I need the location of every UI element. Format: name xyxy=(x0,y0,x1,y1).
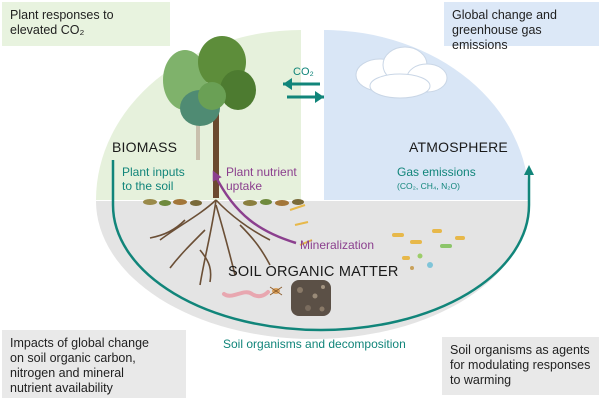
mineralization-label: Mineralization xyxy=(300,238,375,252)
impacts-line3: nitrogen and mineral xyxy=(10,366,124,380)
plant-uptake-line2: uptake xyxy=(226,179,263,193)
earthworm-icon xyxy=(222,290,270,299)
mite-icon xyxy=(269,286,283,296)
impacts-line2: on soil organic carbon, xyxy=(10,351,136,365)
soil-organisms-decomposition-label: Soil organisms and decomposition xyxy=(223,337,406,351)
litter-layer-icon xyxy=(143,199,304,206)
gas-species-label: (CO₂, CH₄, N₂O) xyxy=(397,181,460,191)
plant-uptake-line1: Plant nutrient xyxy=(226,165,297,179)
microbe-icon xyxy=(392,229,465,270)
plant-inputs-label: Plant inputs to the soil xyxy=(122,165,185,193)
plant-inputs-line1: Plant inputs xyxy=(122,165,185,179)
global-change-box: Global change and greenhouse gas emissio… xyxy=(444,2,599,52)
soil-cycle-arrow xyxy=(111,160,534,332)
soil-compartment xyxy=(96,201,530,339)
soil-organic-matter-label: SOIL ORGANIC MATTER xyxy=(228,264,399,280)
root-tips-icon xyxy=(289,204,313,246)
biomass-label: BIOMASS xyxy=(112,139,178,155)
cloud-icon xyxy=(355,46,448,99)
co2-uptake-arrowhead xyxy=(315,91,324,103)
co2-label: CO₂ xyxy=(293,66,314,78)
plant-responses-line2: elevated CO₂ xyxy=(10,23,85,37)
gas-emissions-label: Gas emissions xyxy=(397,165,476,179)
plant-inputs-line2: to the soil xyxy=(122,179,174,193)
atmosphere-label: ATMOSPHERE xyxy=(409,139,508,155)
impacts-line4: nutrient availability xyxy=(10,381,113,395)
global-change-line2: greenhouse gas emissions xyxy=(452,23,542,52)
agents-line1: Soil organisms as agents xyxy=(450,343,590,357)
impacts-line1: Impacts of global change xyxy=(10,336,149,350)
tree-icon xyxy=(163,36,256,198)
co2-emission-arrowhead xyxy=(283,78,292,90)
plant-nutrient-uptake-label: Plant nutrient uptake xyxy=(226,165,297,193)
nutrient-uptake-arrow xyxy=(212,170,297,245)
plant-responses-line1: Plant responses to xyxy=(10,8,114,22)
global-change-line1: Global change and xyxy=(452,8,557,22)
plant-responses-box: Plant responses to elevated CO₂ xyxy=(2,2,170,46)
soil-aggregate-icon xyxy=(291,280,331,316)
agents-line2: for modulating responses xyxy=(450,358,591,372)
global-change-impacts-box: Impacts of global change on soil organic… xyxy=(2,330,186,398)
roots-icon xyxy=(149,199,271,286)
agents-line3: to warming xyxy=(450,373,512,387)
soil-organisms-agents-box: Soil organisms as agents for modulating … xyxy=(442,337,599,395)
